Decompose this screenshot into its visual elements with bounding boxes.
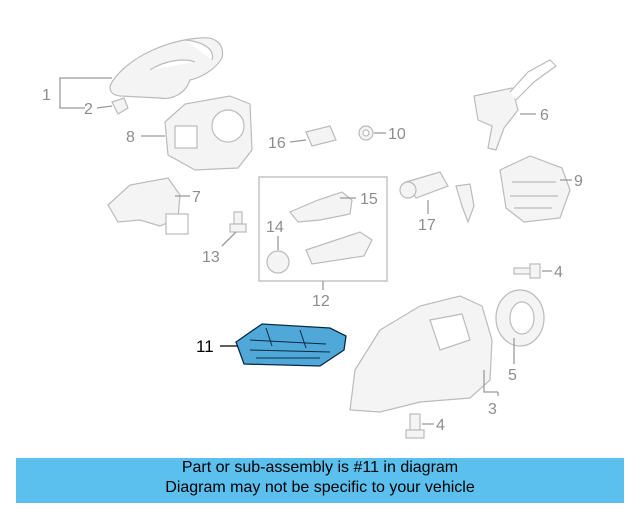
callout-4a: 4 (554, 264, 563, 281)
callout-6: 6 (540, 107, 549, 124)
part-11-module-highlighted (235, 323, 347, 367)
callout-1: 1 (42, 87, 51, 104)
part-15-lock (289, 191, 353, 223)
part-1-column-cover (109, 37, 224, 100)
part-4-bolt-upper (513, 263, 541, 279)
part-17-key-cylinder (399, 171, 475, 224)
part-13-screw (229, 211, 247, 233)
callout-17: 17 (418, 217, 436, 234)
part-14-cylinder (266, 231, 373, 274)
callout-16: 16 (268, 135, 286, 152)
callout-7: 7 (192, 189, 201, 206)
part-3-lower-cover (349, 295, 493, 413)
part-2-clip (111, 97, 129, 115)
leader-1 (59, 77, 112, 109)
part-5-bracket (495, 289, 545, 347)
callout-15: 15 (360, 191, 378, 208)
callout-11: 11 (196, 337, 214, 356)
leader-2 (96, 105, 113, 109)
part-7-switch (107, 177, 189, 235)
part-10-nut (358, 125, 374, 141)
callout-8: 8 (126, 129, 135, 146)
callout-13: 13 (202, 249, 220, 266)
banner-line-2: Diagram may not be specific to your vehi… (165, 479, 475, 496)
callout-10: 10 (388, 126, 406, 143)
callout-3: 3 (488, 401, 497, 418)
callout-12: 12 (312, 293, 330, 310)
callout-5: 5 (508, 367, 517, 384)
part-9-switch (499, 155, 571, 223)
callout-4b: 4 (436, 417, 445, 434)
leader-3 (483, 370, 499, 396)
parts-diagram: 1 2 8 7 13 16 10 12 15 (42, 37, 583, 439)
leader-16 (289, 139, 307, 143)
part-16-clip (305, 125, 337, 147)
callout-2: 2 (84, 101, 93, 118)
part-6-stalk (473, 59, 557, 151)
leader-13 (221, 231, 237, 247)
part-4-bolt-lower (405, 413, 425, 439)
part-8-housing (164, 95, 253, 171)
info-banner: Part or sub-assembly is #11 in diagram D… (16, 458, 624, 503)
callout-14: 14 (266, 219, 284, 236)
callout-9: 9 (574, 173, 583, 190)
banner-line-1: Part or sub-assembly is #11 in diagram (181, 459, 459, 476)
